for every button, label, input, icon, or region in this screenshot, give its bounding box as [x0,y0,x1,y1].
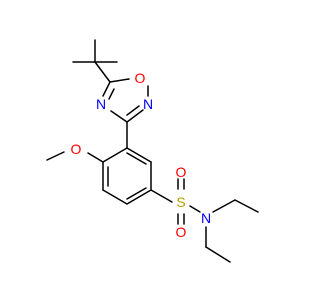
bond [234,199,259,213]
bond [126,105,140,116]
bond [150,189,173,203]
bond [94,61,111,83]
bond [110,110,128,123]
sulfur-label: S [176,194,185,210]
bond [102,81,111,97]
methoxy-oxygen-label: O [71,141,82,157]
bond [108,88,115,100]
ring-nitrogen-left-label: N [96,96,106,112]
bond [87,152,104,163]
bond [212,199,236,213]
ring-nitrogen-right-label: N [143,96,153,112]
bond [126,187,147,200]
ring-oxygen-label: O [135,70,146,86]
bond [102,189,128,205]
bond [126,147,152,163]
bond [189,205,201,213]
structure-svg: O N N O S O O N [46,39,259,263]
bond [126,109,144,123]
sulfonyl-oxygen-top-label: O [176,164,187,180]
molecule-drawing: O N N O S O O N [46,39,259,263]
sulfonyl-oxygen-bottom-label: O [176,224,187,240]
bond [205,246,231,263]
bond [109,78,130,83]
bond [126,189,152,205]
amine-nitrogen-label: N [201,210,211,226]
bond [126,152,147,165]
bond [46,151,65,161]
bond [102,147,128,163]
